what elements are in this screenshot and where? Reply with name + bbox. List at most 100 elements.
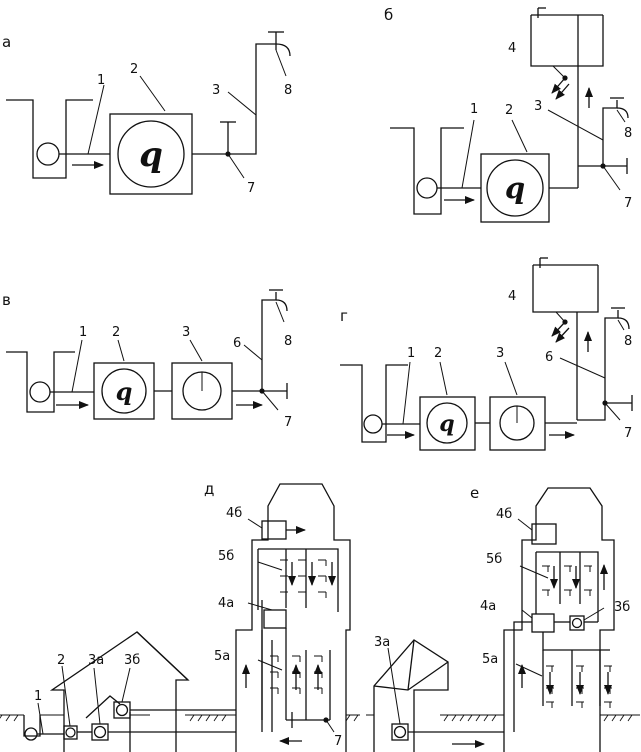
panel-a-letter: а <box>2 33 11 51</box>
tap-spout <box>275 299 288 312</box>
leader-line <box>616 109 626 123</box>
well <box>23 715 41 737</box>
label-4: 4 <box>508 289 516 304</box>
house-roof <box>49 631 190 752</box>
label-8: 8 <box>624 334 632 349</box>
leader-line <box>519 565 549 579</box>
label-7: 7 <box>247 181 255 196</box>
tank-4a <box>531 613 555 633</box>
label-3b: 3б <box>124 653 140 668</box>
delivery-pipe <box>577 310 619 421</box>
label-3a: 3а <box>374 635 390 650</box>
pump-circle <box>486 159 544 217</box>
well <box>340 364 408 443</box>
well <box>6 351 75 413</box>
panel-e-letter: е <box>470 484 479 502</box>
label-4: 4 <box>508 41 516 56</box>
label-8: 8 <box>284 334 292 349</box>
pump-station-box <box>419 396 476 451</box>
panel-d-letter: д <box>204 480 214 498</box>
label-4b: 4б <box>496 507 512 522</box>
flow-arrow <box>555 83 570 100</box>
panel-v: в 1 q 2 3 8 6 7 <box>2 289 292 430</box>
leader-line <box>521 609 533 619</box>
leader-line <box>275 49 287 77</box>
label-3: 3 <box>182 325 190 340</box>
leader-line <box>552 65 566 79</box>
tank-4a <box>263 609 287 629</box>
panel-b: б 4 1 q 2 8 3 <box>384 6 632 223</box>
label-3b: 3б <box>614 600 630 615</box>
tank-box <box>489 396 546 451</box>
flow-arrow <box>555 327 570 343</box>
label-2: 2 <box>57 653 65 668</box>
pressure-tank-3b <box>569 615 585 631</box>
label-3: 3 <box>496 346 504 361</box>
pump-symbol: q <box>505 171 525 205</box>
label-3a: 3а <box>88 653 104 668</box>
label-1: 1 <box>97 73 105 88</box>
tank-4b <box>531 523 557 545</box>
label-7: 7 <box>284 415 292 430</box>
leader-line <box>93 667 101 725</box>
ground-hatch <box>443 714 633 722</box>
leader-line <box>461 119 475 189</box>
label-2: 2 <box>505 103 513 118</box>
label-5b: 5б <box>218 549 234 564</box>
label-6: 6 <box>233 336 241 351</box>
house-roof-edge <box>136 631 189 681</box>
well <box>6 99 93 179</box>
label-3: 3 <box>212 83 220 98</box>
label-3: 3 <box>534 99 542 114</box>
pump-station-box <box>109 113 193 195</box>
leader-line <box>139 75 166 112</box>
water-tank <box>532 265 599 313</box>
panel-d: д 1 2 3а 3б <box>0 480 360 752</box>
label-4a: 4а <box>218 596 234 611</box>
label-8: 8 <box>284 83 292 98</box>
pressure-tank-icon <box>93 725 107 739</box>
pump-symbol: q <box>116 377 133 406</box>
label-1: 1 <box>34 689 42 704</box>
submersible-pump <box>416 177 438 199</box>
leader-line <box>559 357 606 379</box>
leader-line <box>243 344 263 361</box>
leader-line <box>517 518 533 531</box>
tap-spout <box>617 317 630 330</box>
leader-line <box>583 607 605 621</box>
label-2: 2 <box>434 346 442 361</box>
pump-circle <box>117 120 185 188</box>
flow-arrow <box>551 321 566 337</box>
taps <box>546 665 612 708</box>
leader-line <box>325 719 335 733</box>
leader-line <box>602 165 621 191</box>
submersible-pump <box>363 414 383 434</box>
leader-line <box>189 339 203 362</box>
panel-v-letter: в <box>2 291 11 309</box>
apartment-building <box>503 487 615 752</box>
leader-line <box>261 390 279 411</box>
apartment-building <box>235 483 351 752</box>
panel-g-letter: г <box>340 307 348 325</box>
leader-line <box>71 339 83 393</box>
taps <box>280 559 327 598</box>
pressure-tank-icon <box>571 617 583 629</box>
leader-line <box>121 667 131 703</box>
leader-line <box>257 561 283 571</box>
leader-line <box>617 319 625 331</box>
delivery-pipe <box>192 43 277 155</box>
label-1: 1 <box>79 325 87 340</box>
leader-line <box>247 518 263 529</box>
leader-line <box>247 602 273 611</box>
leader-line <box>504 361 518 396</box>
pump-circle <box>426 402 468 444</box>
leader-line <box>227 153 245 179</box>
pump-circle <box>101 368 147 414</box>
pump-station-icon <box>65 727 76 738</box>
submersible-pump <box>24 727 38 741</box>
leader-line <box>227 91 257 116</box>
leader-line <box>604 402 621 421</box>
attic-pipe <box>85 695 121 719</box>
label-1: 1 <box>470 102 478 117</box>
